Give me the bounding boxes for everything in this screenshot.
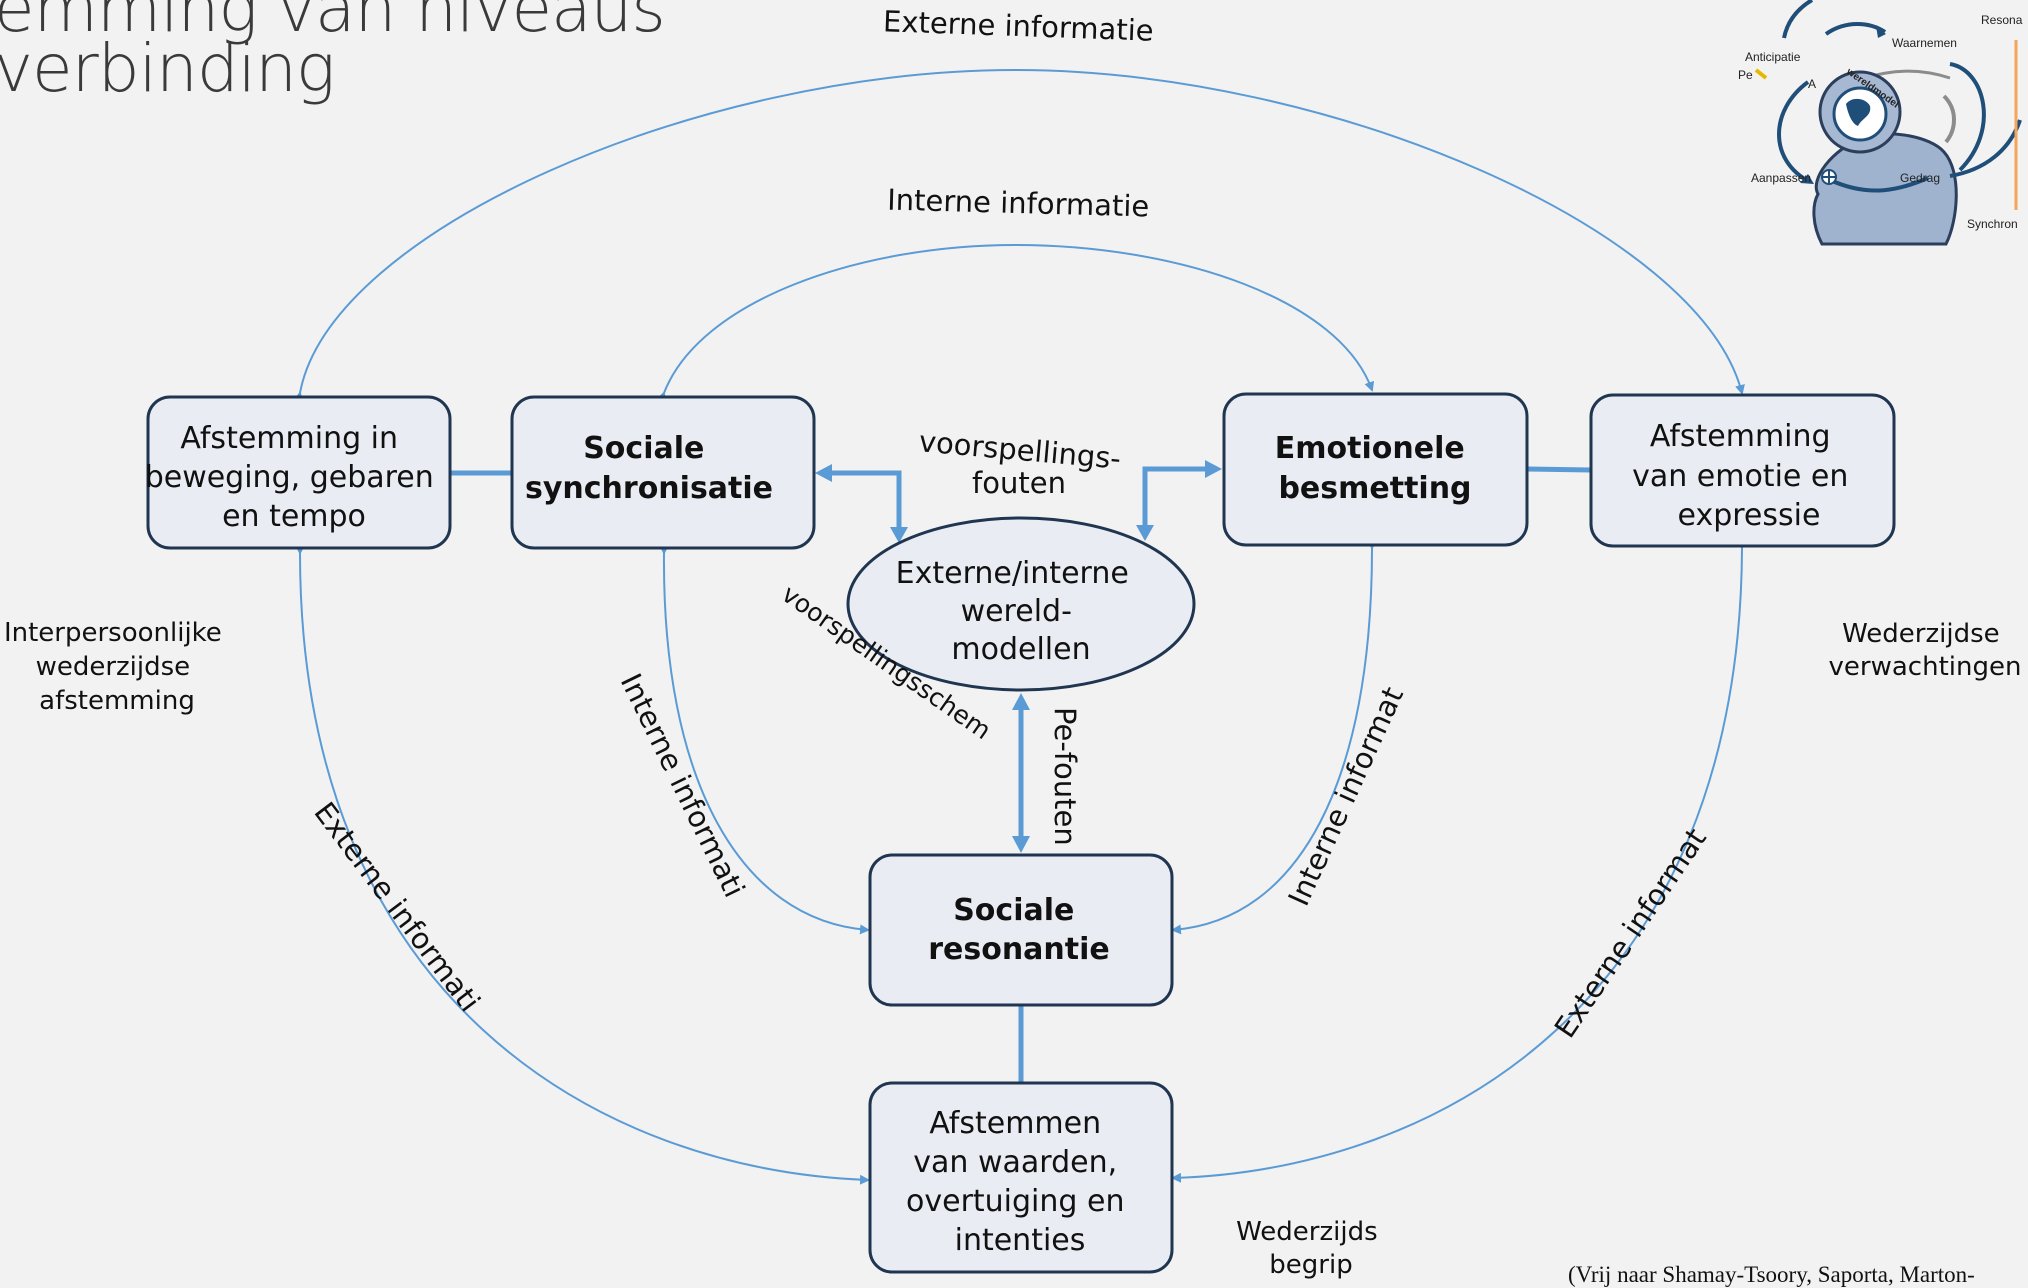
svg-text:Pe: Pe — [1738, 68, 1753, 82]
svg-text:Externe/interne wereld: Externe/interne wereld- modellen — [896, 556, 1139, 667]
node-afstemming-emotie: Afstemming van emotie en expressie — [1589, 393, 1896, 548]
side-label-verwachtingen: Wederzijdse verwachtingen — [1829, 619, 2022, 682]
arrow-sync-wereld — [828, 470, 902, 536]
citation: (Vrij naar Shamay-Tsoory, Saporta, Marto… — [1568, 1262, 1975, 1287]
svg-text:Resona: Resona — [1981, 13, 2023, 27]
svg-text:Synchron: Synchron — [1967, 217, 2018, 231]
svg-text:Waarnemen: Waarnemen — [1892, 36, 1957, 50]
thumbnail-figure: Anticipatie Pe Waarnemen wereldmodel A A… — [1738, 0, 2023, 246]
label-pe-fouten: Pe-fouten — [1048, 707, 1082, 846]
node-afstemmen-waarden: Afstemmen van waarden, overtuiging en in… — [868, 1081, 1174, 1274]
arrow-emotionele-wereld — [1142, 466, 1208, 534]
node-wereldmodellen: Externe/interne wereld- modellen — [846, 516, 1196, 692]
node-sociale-resonantie: Sociale resonantie — [868, 853, 1174, 1007]
link-emotionele-expressie — [1526, 466, 1592, 473]
svg-text:Gedrag: Gedrag — [1900, 171, 1940, 185]
arc-externe-left — [294, 544, 870, 1185]
svg-text:Afstemming in beweging: Afstemming in beweging, gebaren en tempo — [145, 421, 444, 534]
arc-interne-left — [659, 544, 870, 935]
title-line-2: verbinding — [0, 30, 336, 107]
label-voorspellingsfouten: voorspellings- fouten — [918, 424, 1123, 500]
arc-externe-top — [293, 68, 1745, 402]
node-afstemming-beweging: Afstemming in beweging, gebaren en tempo — [145, 395, 452, 550]
node-sociale-synchronisatie: Sociale synchronisatie — [510, 395, 816, 550]
thumbnail-arrow-icon — [1782, 0, 1814, 39]
title-line-1: emming van niveaus — [0, 0, 666, 47]
side-label-begrip: Wederzijds begrip — [1236, 1217, 1386, 1280]
arc-interne-right — [1171, 539, 1378, 935]
side-label-interpersoonlijk: Interpersoonlijke wederzijdse afstemming — [4, 618, 230, 716]
svg-text:Sociale synchronisatie: Sociale synchronisatie — [525, 431, 773, 506]
arc-externe-right — [1171, 539, 1748, 1183]
arc-interne-top — [656, 243, 1375, 403]
svg-text:Sociale resonantie: Sociale resonantie — [928, 893, 1110, 967]
svg-text:Afstemmen van waarden,: Afstemmen van waarden, overtuiging en in… — [906, 1106, 1134, 1258]
svg-text:Emotionele besmetting: Emotionele besmetting — [1275, 431, 1475, 506]
svg-text:fouten: fouten — [972, 466, 1066, 500]
node-emotionele-besmetting: Emotionele besmetting — [1222, 392, 1529, 547]
label-externe-top: Externe informatie — [883, 4, 1155, 47]
svg-text:Aanpassen: Aanpassen — [1751, 171, 1811, 185]
label-interne-top: Interne informatie — [887, 183, 1150, 224]
svg-text:Afstemming van emotie: Afstemming van emotie en expressie — [1632, 419, 1858, 533]
svg-text:Anticipatie: Anticipatie — [1745, 50, 1801, 64]
svg-text:A: A — [1808, 77, 1816, 91]
